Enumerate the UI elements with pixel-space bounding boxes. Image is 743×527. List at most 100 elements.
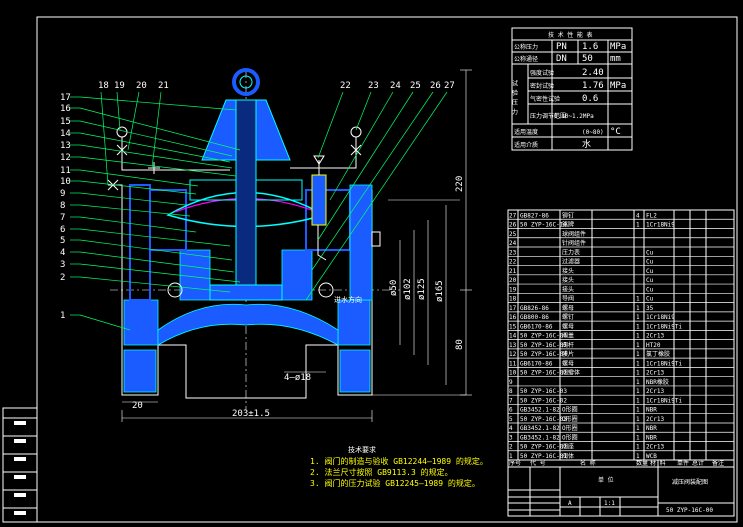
bom-name: O形圈 [562, 415, 578, 423]
bom-material: NBR [646, 407, 657, 414]
callout-leader [116, 91, 121, 131]
tech-note-1: 1. 阀门的制造与验收 GB12244—1989 的规定。 [310, 456, 488, 466]
bom-no: 3 [509, 434, 513, 441]
spec-label: 压力调节范围 [530, 112, 566, 120]
callout-label: 24 [390, 81, 401, 91]
bom-qty: 1 [636, 222, 640, 229]
callout-label: 11 [60, 166, 71, 176]
callout-label: 9 [60, 189, 65, 199]
bom-code: GB3452.1-82 [520, 434, 560, 441]
bom-material: 1Cr18Ni9Ti [646, 323, 683, 330]
bom-no: 23 [509, 249, 517, 256]
bom-qty: 1 [636, 397, 640, 404]
spec-value: 2.40 [582, 68, 604, 78]
callout-leader [79, 107, 241, 151]
dim-height-lower: 80 [455, 339, 465, 350]
bom-name: 螺母 [562, 304, 574, 312]
bom-material: WCB [646, 453, 657, 460]
bom-no: 14 [509, 333, 517, 340]
callout-leader [317, 91, 414, 241]
bom-code: 50 ZYP-16C-03 [520, 388, 567, 395]
bom-name: 螺钉 [562, 313, 574, 321]
callout-label: 14 [60, 129, 71, 139]
callout-label: 13 [60, 141, 71, 151]
callout-label: 20 [136, 81, 147, 91]
bom-name: 膜片 [562, 350, 574, 358]
callout-label: 22 [340, 81, 351, 91]
bom-code: 50 ZYP-16C-01 [520, 453, 567, 460]
bom-code: 50 ZYP-16C-02 [520, 444, 567, 451]
callout-leader [355, 91, 372, 131]
callout-leader [317, 91, 344, 159]
bom-material: 1Cr18Ni9Ti [646, 397, 683, 404]
bom-qty: 1 [636, 323, 640, 330]
bom-qty: 1 [636, 425, 640, 432]
bom-qty: 1 [636, 296, 640, 303]
spec-label: 气密性试验 [530, 95, 560, 103]
bom-qty: 1 [636, 453, 640, 460]
bom-no: 7 [509, 397, 513, 404]
bom-name: 螺母 [562, 322, 574, 330]
spec-symbol: PN [556, 42, 567, 52]
spec-label: 适用介质 [514, 141, 538, 149]
bom-name: 压力表 [562, 248, 580, 256]
bom-name: 接头 [562, 267, 574, 275]
bom-name: 铭牌 [562, 221, 574, 229]
title-company: 单 位 [598, 476, 614, 484]
title-block [507, 459, 735, 517]
bom-no: 1 [509, 453, 513, 460]
spec-table: 技 术 性 能 表 试 验 压 力 [511, 27, 633, 151]
bom-no: 11 [509, 360, 517, 367]
spec-symbol: DN [556, 54, 567, 64]
bom-header-cell: 总计 [692, 459, 704, 467]
callout-label: 1 [60, 311, 65, 321]
tech-notes: 技术要求 1. 阀门的制造与验收 GB12244—1989 的规定。 2. 法兰… [310, 445, 488, 488]
bom-qty: 1 [636, 407, 640, 414]
bom-material: Cu [646, 296, 654, 303]
bom-name: 铆钉 [562, 211, 574, 219]
bom-no: 5 [509, 416, 513, 423]
valve-drawing [107, 68, 400, 410]
bom-qty: 1 [636, 333, 640, 340]
bom-qty: 1 [636, 305, 640, 312]
callout-leader [79, 239, 233, 261]
bom-qty: 1 [636, 444, 640, 451]
bom-name: 接头 [562, 285, 574, 293]
bom-no: 24 [509, 240, 517, 247]
bom-name: O形圈 [562, 406, 578, 414]
bom-header-cell: 序号 [509, 459, 521, 467]
bom-material: NBR [646, 425, 657, 432]
bom-code: GB827-86 [520, 212, 549, 219]
bom-header-cell: 名 称 [580, 459, 596, 467]
bom-material: 2Cr13 [646, 333, 664, 340]
callout-leader [79, 192, 187, 206]
bom-material: 2Cr13 [646, 416, 664, 423]
bom-material: Cu [646, 277, 654, 284]
bom-no: 6 [509, 407, 513, 414]
bom-material: NBR [646, 434, 657, 441]
callout-leader [311, 91, 434, 271]
spec-unit: mm [610, 54, 621, 64]
bom-no: 15 [509, 323, 517, 330]
bom-qty: 1 [636, 351, 640, 358]
bom-material: 1Cr18Ni9 [646, 314, 675, 321]
callout-leader [79, 169, 199, 187]
callout-label: 19 [114, 81, 125, 91]
callout-label: 25 [410, 81, 421, 91]
bom-qty: 1 [636, 379, 640, 386]
bom-code: 50 ZYP-16C-06 [520, 333, 567, 340]
bom-material: NBR橡胶 [646, 378, 669, 386]
bom-material: 2Cr13 [646, 388, 664, 395]
callout-leader [79, 228, 231, 247]
callout-leader [305, 91, 448, 301]
bom-qty: 1 [636, 314, 640, 321]
callout-leader [151, 91, 162, 169]
bom-no: 16 [509, 314, 517, 321]
bom-name: 阀杆 [562, 341, 574, 349]
callout-label: 16 [60, 104, 71, 114]
bom-name: 导阀 [562, 295, 574, 303]
bom-no: 8 [509, 388, 513, 395]
spec-label: 公称压力 [514, 43, 538, 51]
bom-material: Cu [646, 249, 654, 256]
